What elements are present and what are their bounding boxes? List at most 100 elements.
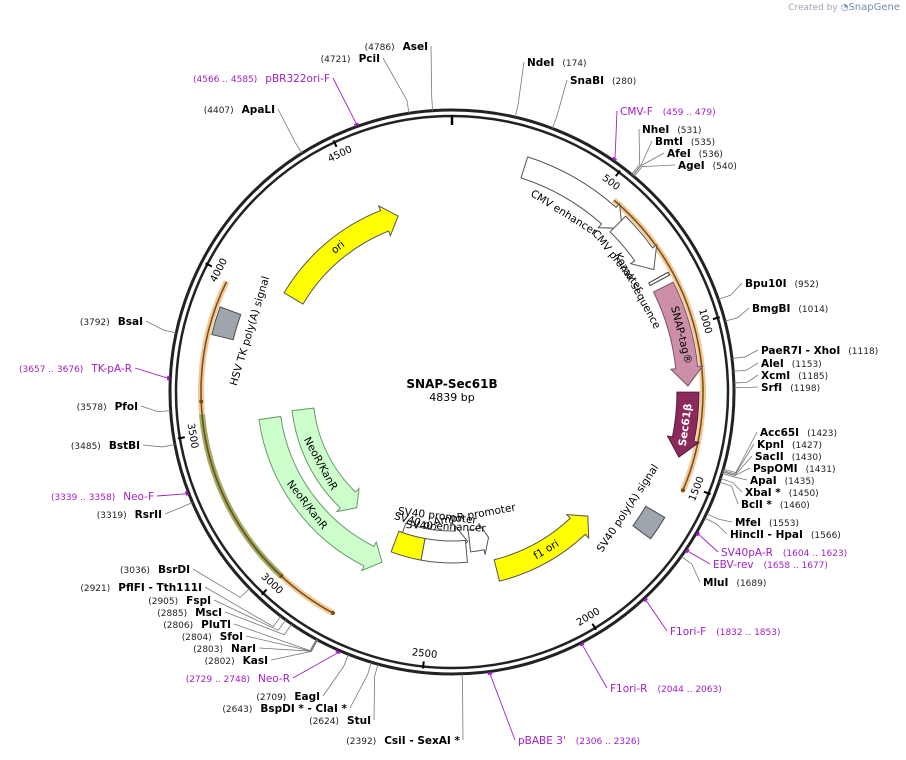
enzyme-position: (1427) [792,441,822,451]
primer-neo-r: Neo-R(2729 .. 2748) [186,673,290,685]
enzyme-position: (2709) [256,693,286,703]
enzyme-position: (3485) [71,442,101,452]
tick-label: 3500 [185,423,200,450]
enzyme-position: (4407) [204,106,234,116]
enzyme-name: BclI * [741,499,772,511]
enzyme-bpu10i: Bpu10I(952) [745,278,819,290]
enzyme-labels: AseI(4786)PciI(4721)ApaLI(4407)NdeI(174)… [71,41,878,747]
enzyme-afei: AfeI(536) [667,148,723,160]
enzyme-leader-line [723,431,758,474]
enzyme-name: XbaI * [745,487,781,499]
primer-f1ori-f: F1ori-F(1832 .. 1853) [670,626,781,638]
enzyme-bsai: BsaI(3792) [80,316,143,328]
primer-name: F1ori-R [610,683,647,695]
credit-prefix: Created by [788,3,838,13]
enzyme-pspomi: PspOMI(1431) [753,463,836,475]
feature-cmv-promoter [609,215,658,271]
enzyme-position: (1185) [798,372,828,382]
enzyme-name: XcmI [761,370,790,382]
enzyme-position: (540) [713,162,737,172]
primer-site-mark [579,642,585,647]
enzyme-position: (2803) [193,645,223,655]
enzyme-name: BmgBI [752,303,790,315]
enzyme-name: PflFI - Tth111I [118,582,202,594]
enzyme-name: NarI [231,643,256,655]
enzyme-kpni: KpnI(1427) [757,439,822,451]
enzyme-position: (2624) [309,717,339,727]
enzyme-pflfi-tth111i: PflFI - Tth111I(2921) [80,582,202,594]
enzyme-eagi: EagI(2709) [256,691,320,703]
enzyme-csii-sexai: CsiI - SexAI *(2392) [346,735,460,747]
enzyme-name: SfoI [220,631,243,643]
primer-position: (1658 .. 1677) [764,561,828,571]
primer-name: Neo-F [123,491,154,503]
orf-arc [200,281,228,402]
primer-leader-line [645,600,668,632]
primer-pbr322ori-f: pBR322ori-F (4566 .. 4585) [193,73,330,85]
primer-leader-line [582,645,608,689]
enzyme-paer7i-xhoi: PaeR7I - XhoI(1118) [761,345,878,357]
primer-site-mark [685,548,690,554]
feature-neor-kanr [291,407,360,513]
enzyme-position: (1450) [789,489,819,499]
backbone-outer-ring [168,108,736,676]
enzyme-leader-line [224,611,293,636]
enzyme-leader-line [722,443,755,475]
feature-kozak-sequence [648,271,671,287]
enzyme-position: (1014) [798,305,828,315]
enzyme-position: (2804) [182,633,212,643]
enzyme-leader-line [461,673,464,741]
enzyme-name: NdeI [527,57,554,69]
primer-leader-line [134,367,168,379]
tick-mark [712,316,721,321]
enzyme-position: (174) [562,59,586,69]
primer-tk-pa-r: TK-pA-R(3657 .. 3676) [19,363,132,375]
enzyme-position: (3036) [120,566,150,576]
enzyme-name: SnaBI [570,75,604,87]
primer-name: pBR322ori-F [265,73,330,85]
enzyme-srfi: SrfI(1198) [761,382,820,394]
primer-position: (4566 .. 4585) [193,75,257,85]
enzyme-kasi: KasI(2802) [205,655,268,667]
enzyme-name: PciI [359,53,380,65]
primer-position: (3657 .. 3676) [19,365,83,375]
enzyme-name: ApaI [750,475,777,487]
primer-neo-f: Neo-F (3339 .. 3358) [51,491,154,503]
enzyme-name: NheI [642,124,669,136]
primer-pbabe-3: pBABE 3'(2306 .. 2326) [518,735,640,747]
feature-cmv-enhancer [520,156,623,229]
orf-glow [198,280,230,402]
credit-brand: SnapGene [848,2,900,13]
enzyme-pfoi: PfoI(3578) [77,401,138,413]
enzyme-leader-line [633,164,676,177]
enzyme-position: (4786) [365,43,395,53]
enzyme-leader-line [733,362,759,372]
enzyme-name: FspI [186,595,211,607]
enzyme-leader-line [140,405,171,413]
enzyme-leader-line [632,140,653,176]
orf-arc [201,414,282,577]
enzyme-name: MfeI [735,517,761,529]
enzyme-name: KasI [243,655,268,667]
enzyme-bstbi: BstBI(3485) [71,440,140,452]
enzyme-bmgbi: BmgBI (1014) [752,303,828,315]
primer-name: F1ori-F [670,626,706,638]
primer-position: (2044 .. 2063) [657,685,721,695]
tick-mark [422,661,425,669]
enzyme-leader-line [719,481,739,505]
enzyme-name: BsaI [118,316,143,328]
enzyme-leader-line [382,57,410,114]
feature-sec61 [666,391,701,458]
tick-mark [703,490,711,496]
orf-arrow-tip [199,399,204,404]
enzyme-leader-line [245,635,318,652]
enzyme-bmti: BmtI(535) [655,136,715,148]
primer-sv40pa-r: SV40pA-R(1604 .. 1623) [721,547,847,559]
enzyme-leader-line [322,654,349,697]
enzyme-position: (1431) [806,465,836,475]
feature-ori [283,204,399,305]
primer-position: (3339 .. 3358) [51,493,115,503]
enzyme-position: (1430) [792,453,822,463]
